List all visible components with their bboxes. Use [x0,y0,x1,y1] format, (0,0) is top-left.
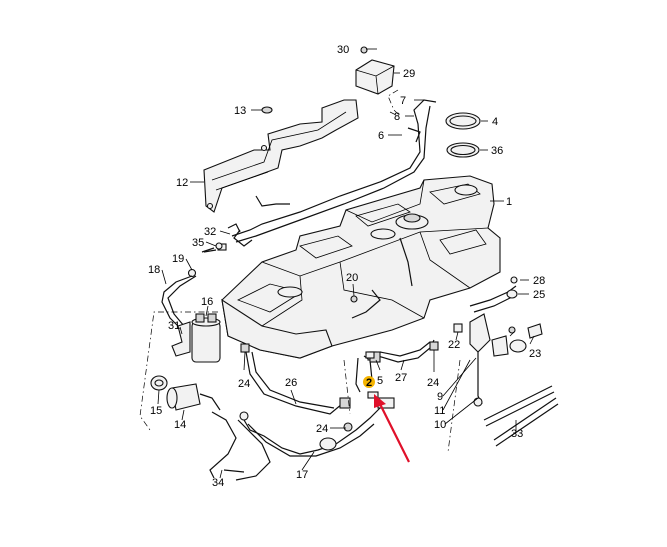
callout-8: 8 [394,111,400,123]
callout-24-left: 24 [238,378,250,390]
callout-13: 13 [234,105,246,117]
callout-5: 5 [377,375,383,387]
callout-19: 19 [172,253,184,265]
highlighted-part-marker: 2 [363,376,375,389]
callout-31: 31 [168,320,180,332]
callout-36: 36 [491,145,503,157]
fuel-line-assembly-upper [227,99,437,247]
callout-7: 7 [400,95,406,107]
fuel-lines-lower [239,343,395,457]
callout-2: 2 [366,377,372,389]
callout-25: 25 [533,289,545,301]
arrow-shaft [379,403,410,463]
callout-17: 17 [296,469,308,481]
callout-18: 18 [148,264,160,276]
small-parts-left [150,106,273,481]
callout-11: 11 [434,405,445,417]
callout-4: 4 [492,116,498,128]
callout-1: 1 [506,196,512,208]
callout-30: 30 [337,44,349,56]
part-2-marker-circle [363,376,375,388]
arrow-head [374,394,386,408]
callout-23: 23 [529,348,541,360]
red-pointer-arrow [374,394,410,463]
callout-10: 10 [434,419,446,431]
callout-33: 33 [511,428,523,440]
group-separator-lines [139,89,461,453]
callout-leaders [157,48,535,479]
callout-14: 14 [174,419,186,431]
callout-24-bottom: 24 [316,423,328,435]
callout-34: 34 [212,477,224,489]
heat-shield-bracket [203,99,359,213]
callout-28: 28 [533,275,545,287]
callout-24-right: 24 [427,377,439,389]
callout-32: 32 [204,226,216,238]
callout-16: 16 [201,296,213,308]
callout-6: 6 [378,130,384,142]
callout-20: 20 [346,272,358,284]
callout-27: 27 [395,372,407,384]
callout-9: 9 [437,391,443,403]
bracket-part-29 [355,46,395,95]
callout-22: 22 [448,339,460,351]
callout-15: 15 [150,405,162,417]
callout-35: 35 [192,237,204,249]
sealing-rings [445,112,481,158]
callout-29: 29 [403,68,415,80]
callout-labels: 1 4 36 30 29 7 8 6 13 12 32 35 19 18 16 … [148,44,545,489]
callout-26: 26 [285,377,297,389]
callout-12: 12 [176,177,188,189]
